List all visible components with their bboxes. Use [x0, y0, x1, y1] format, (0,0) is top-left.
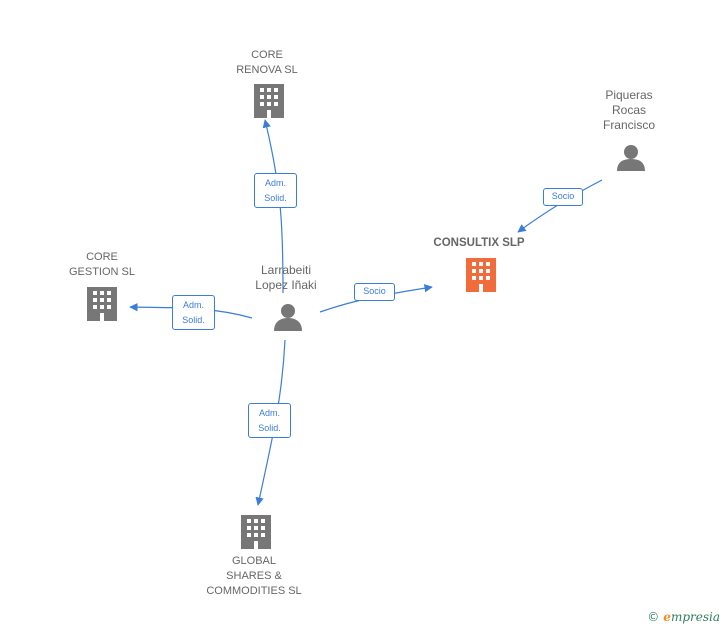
building-icon [87, 287, 117, 321]
edge-larrabeiti-core-renova [262, 119, 284, 294]
person-icon [274, 304, 302, 331]
building-icon [254, 84, 284, 118]
company-label-core-gestion[interactable]: CORE GESTION SL [68, 251, 136, 278]
empresia-logo: ©empresia [647, 610, 720, 624]
person-label-piqueras[interactable]: Piqueras Rocas Francisco [602, 88, 655, 132]
company-label-core-renova[interactable]: CORE RENOVA SL [236, 49, 298, 76]
edge-label-socio: Socio [354, 283, 395, 301]
building-icon [466, 258, 496, 292]
building-icon [241, 515, 271, 549]
person-label-larrabeiti[interactable]: Larrabeiti Lopez Iñaki [255, 263, 317, 292]
edge-label-adm-solid: Adm. Solid. [254, 173, 297, 208]
edge-label-adm-solid: Adm. Solid. [248, 403, 291, 438]
company-label-consultix[interactable]: CONSULTIX SLP [433, 237, 525, 249]
copyright-icon: © [647, 610, 660, 624]
company-label-global-shares[interactable]: GLOBAL SHARES & COMMODITIES SL [206, 555, 302, 597]
edge-label-socio: Socio [543, 188, 583, 206]
edge-label-adm-solid: Adm. Solid. [172, 295, 215, 330]
person-icon [617, 145, 645, 171]
